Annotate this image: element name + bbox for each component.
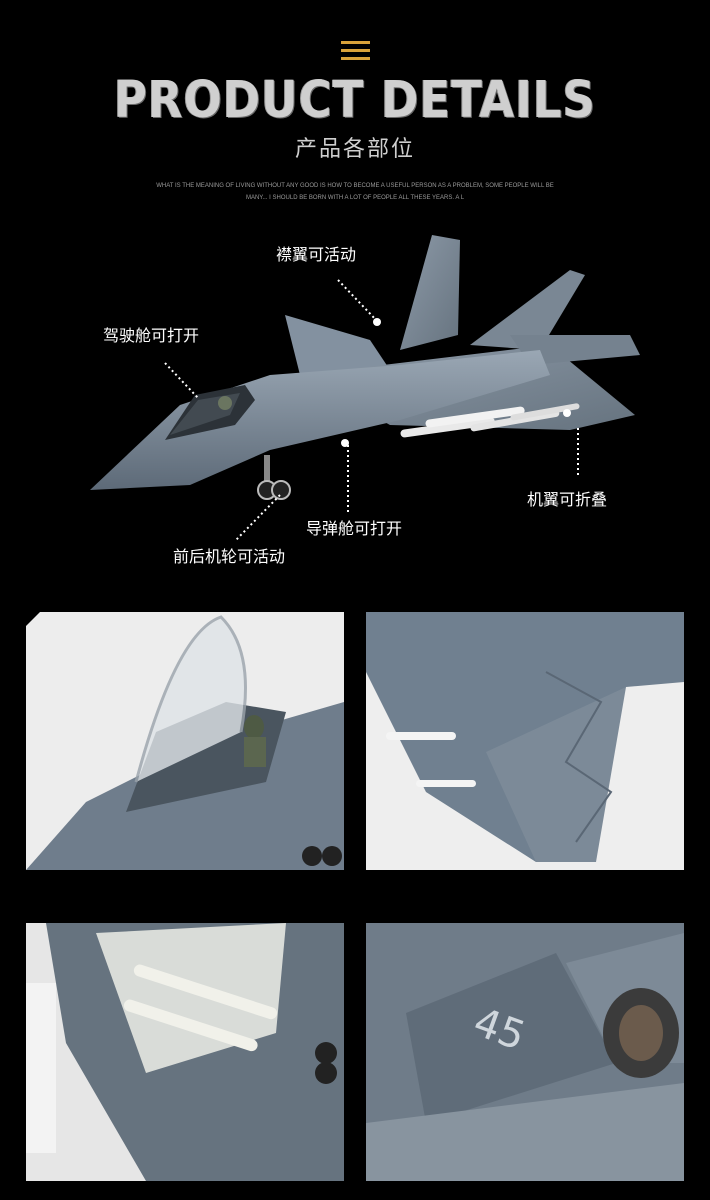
page-subtitle: 产品各部位 — [294, 137, 415, 162]
callout-gear: 前后机轮可活动 — [173, 547, 286, 566]
detail-photo-cockpit — [26, 612, 344, 870]
page-title: PRODUCT DETAILS — [113, 69, 597, 130]
hamburger-icon — [341, 41, 370, 61]
tagline-line-2: MANY... I SHOULD BE BORN WITH A LOT OF P… — [245, 195, 465, 201]
callout-flaps: 襟翼可活动 — [276, 245, 357, 264]
callout-bay: 导弹舱可打开 — [306, 519, 403, 538]
hero-aircraft-image — [90, 235, 640, 500]
detail-photo-tail-engine: 45 — [366, 923, 684, 1181]
callout-wings: 机翼可折叠 — [527, 490, 608, 509]
tagline: WHAT IS THE MEANING OF LIVING WITHOUT AN… — [130, 180, 580, 204]
detail-photo-wing — [366, 612, 684, 870]
detail-photo-missile-bay — [26, 923, 344, 1181]
tagline-line-1: WHAT IS THE MEANING OF LIVING WITHOUT AN… — [156, 183, 554, 189]
callout-cockpit: 驾驶舱可打开 — [103, 326, 200, 345]
panel-1-corner-notch — [26, 612, 40, 626]
